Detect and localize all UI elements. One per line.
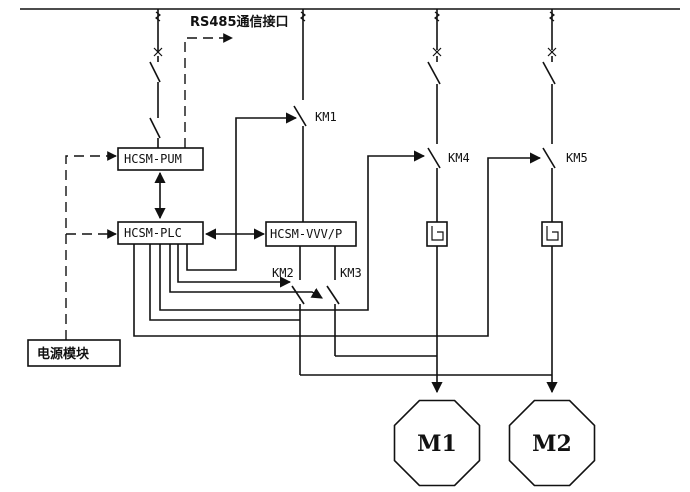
vvvp-module: HCSM-VVV/P [265,221,357,247]
rs485-label: RS485通信接口 [190,14,289,30]
breaker-contact-4 [542,61,556,85]
km2-km3-switches [291,246,552,376]
thermal-relay-1 [426,221,448,247]
m1-label: M1 [417,431,457,457]
km4-label: KM4 [448,151,470,165]
branch-4-m2 [541,9,563,394]
breaker-contact-1 [149,61,161,83]
branch-2-vvvp [293,9,307,222]
motor-m2: M2 [508,399,596,487]
km1-contact [293,105,307,127]
vvvp-label: HCSM-VVV/P [270,227,342,241]
km4-contact [427,147,441,169]
plc-control-lines [133,112,542,337]
rs485-link [184,33,233,148]
pum-label: HCSM-PUM [124,152,182,166]
power-label: 电源模块 [37,346,90,362]
pum-module: HCSM-PUM [117,147,204,171]
power-feed-lines [65,151,117,340]
m2-label: M2 [532,431,572,457]
branch-1-feed [149,9,163,148]
breaker-contact-3 [427,61,441,85]
thermal-relay-2 [541,221,563,247]
plc-module: HCSM-PLC [117,221,204,245]
km2-label: KM2 [272,266,294,280]
km3-label: KM3 [340,266,362,280]
km1-label: KM1 [315,110,337,124]
km2-contact [291,285,305,305]
power-module: 电源模块 [27,339,121,367]
km5-label: KM5 [566,151,588,165]
branch-3-m1 [426,9,448,394]
plc-label: HCSM-PLC [124,226,182,240]
km5-contact [542,147,556,169]
km3-contact [326,285,340,305]
motor-m1: M1 [393,399,481,487]
